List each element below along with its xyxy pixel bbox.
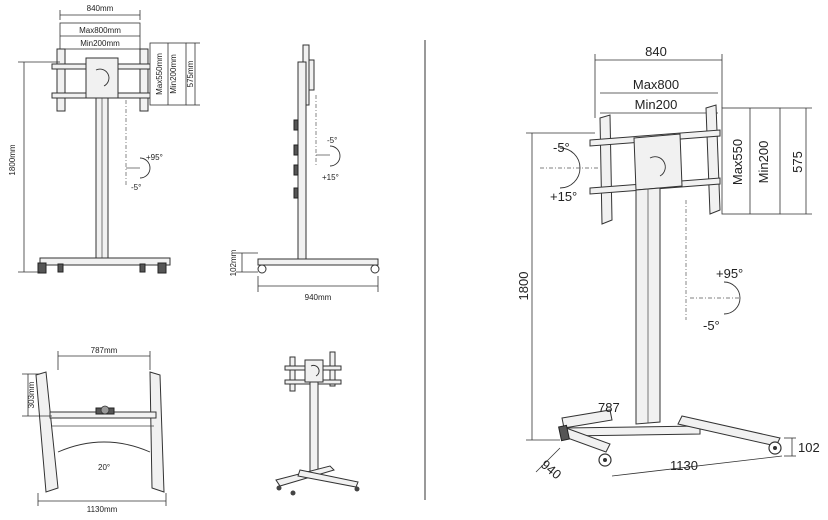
front-vmax-label: Max550mm xyxy=(155,53,164,95)
side-tilt-arc-icon xyxy=(329,145,341,167)
top-inner-label: 787mm xyxy=(91,346,118,355)
iso-787-label: 787 xyxy=(598,400,620,415)
iso-min200v-label: Min200 xyxy=(756,141,771,184)
top-view: 787mm 20° 303mm 1130mm xyxy=(22,346,167,514)
front-min-label: Min200mm xyxy=(80,39,120,48)
front-vmin-label: Min200mm xyxy=(169,54,178,94)
iso-rotation-arrow-icon xyxy=(649,156,666,177)
rotation-arrow-icon xyxy=(95,68,110,87)
iso-1800-label: 1800 xyxy=(516,272,531,301)
side-view: -5° +15° 102mm 940mm xyxy=(229,44,380,302)
side-tilt-down-label: -5° xyxy=(327,136,337,145)
front-tilt-down-label: -5° xyxy=(131,183,141,192)
top-width-label: 1130mm xyxy=(87,505,118,514)
iso-minus5-label: -5° xyxy=(553,140,570,155)
front-width-label: 840mm xyxy=(87,4,114,13)
iso-plus15-label: +15° xyxy=(550,189,577,204)
front-height-label: 1800mm xyxy=(8,144,17,175)
side-depth-label: 940mm xyxy=(305,293,332,302)
large-iso-view: 840 Max800 Min200 Max550 Min200 xyxy=(516,44,820,482)
top-offset-label: 303mm xyxy=(27,381,36,408)
iso-1130-label: 1130 xyxy=(670,458,698,473)
iso-max800-label: Max800 xyxy=(633,77,679,92)
iso-min200-label: Min200 xyxy=(635,97,678,112)
front-max-label: Max800mm xyxy=(79,26,121,35)
iso-minus5b-label: -5° xyxy=(703,318,720,333)
side-tilt-up-label: +15° xyxy=(322,173,339,182)
front-tilt-up-label: +95° xyxy=(146,153,163,162)
front-view: 840mm Max800mm Min200mm Max550mm Min200m… xyxy=(8,4,200,274)
small-iso-view xyxy=(275,351,360,496)
iso-840-label: 840 xyxy=(645,44,667,59)
iso-tilt-right-arc-icon xyxy=(723,281,741,315)
iso-tilt-left-arc-icon xyxy=(559,147,581,189)
iso-940-label: 940 xyxy=(538,457,564,482)
side-base-height-label: 102mm xyxy=(229,249,238,276)
top-angle-label: 20° xyxy=(98,463,110,472)
tilt-arc-icon xyxy=(139,157,151,179)
front-575-label: 575mm xyxy=(186,60,195,87)
iso-102-label: 102 xyxy=(798,440,820,455)
iso-max550-label: Max550 xyxy=(730,139,745,185)
iso-plus95-label: +95° xyxy=(716,266,743,281)
iso-575-label: 575 xyxy=(790,151,805,173)
